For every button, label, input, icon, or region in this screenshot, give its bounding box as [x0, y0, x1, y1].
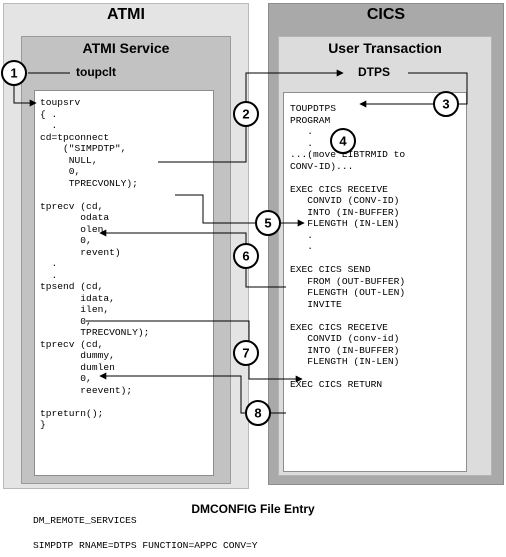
step-number-7: 7 [242, 346, 249, 361]
step-circle-5 [255, 210, 281, 236]
atmi-code-line: tpreturn(); [40, 407, 104, 419]
cics-code-line: CONVID (conv-id) [307, 333, 400, 344]
atmi-code-line: olen [80, 223, 104, 235]
atmi-code-line: TPRECVONLY); [80, 327, 150, 338]
atmi-code-line: odata [80, 212, 110, 223]
atmi-code-line: dumlen [80, 361, 115, 373]
atmi-code: toupsrv { . . cd=tpconnect ("SIMPDTP", N… [35, 91, 213, 431]
atmi-code-line: cd=tpconnect [40, 131, 110, 143]
cics-code-line: INVITE [307, 298, 342, 310]
atmi-code-line: tpsend (cd, [40, 281, 104, 292]
step-circle-7 [233, 340, 259, 366]
cics-code-line: FLENGTH (OUT-LEN) [307, 287, 406, 298]
step-circle-2 [233, 101, 259, 127]
dtps-label: DTPS [358, 65, 391, 79]
atmi-code-line: ("SIMPDTP", [63, 143, 127, 154]
atmi-code-line: { . [40, 108, 58, 120]
cics-code-line: EXEC CICS RECEIVE [290, 183, 388, 195]
cics-code-line: EXEC CICS RECEIVE [290, 321, 388, 333]
atmi-code-line: tprecv (cd, [40, 338, 104, 350]
step-circle-4 [330, 128, 356, 154]
cics-code-line: ...(move EIBTRMID to [290, 149, 406, 160]
atmi-code-line: 0, [80, 373, 92, 384]
arrow-3 [359, 72, 468, 108]
cics-code-line: INTO (IN-BUFFER) [307, 206, 400, 218]
step-circle-8 [245, 400, 271, 426]
step-number-5: 5 [264, 216, 271, 231]
step-number-3: 3 [442, 97, 449, 112]
atmi-code-line: tprecv (cd, [40, 200, 104, 212]
atmi-code-line: ilen, [80, 304, 110, 315]
cics-code: TOUPDTPS PROGRAM . . ...(move EIBTRMID t… [284, 93, 466, 391]
step-number-6: 6 [242, 249, 249, 264]
atmi-service-title: ATMI Service [82, 40, 170, 56]
atmi-code-line: 0, [80, 235, 92, 246]
user-transaction-title: User Transaction [328, 40, 442, 56]
atmi-code-line: TPRECVONLY); [68, 177, 138, 189]
atmi-code-line: . [51, 120, 58, 131]
cics-code-line: . [307, 229, 314, 241]
atmi-code-box: toupsrv { . . cd=tpconnect ("SIMPDTP", N… [34, 90, 214, 476]
atmi-code-line: idata, [80, 292, 115, 304]
step-number-2: 2 [242, 107, 249, 122]
atmi-code-line: 0, [68, 166, 81, 177]
cics-code-line: FROM (OUT-BUFFER) [307, 275, 406, 287]
cics-code-line: CONV-ID)... [290, 160, 354, 172]
step-number-8: 8 [254, 406, 261, 421]
arrow-5 [175, 194, 305, 227]
cics-code-line: . [307, 241, 314, 252]
footer-line-2: SIMPDTP RNAME=DTPS FUNCTION=APPC CONV=Y [33, 540, 258, 551]
client-name: toupclt [76, 65, 116, 79]
cics-code-line: PROGRAM [290, 114, 331, 126]
atmi-code-line: NULL, [68, 154, 98, 166]
cics-code-line: INTO (IN-BUFFER) [307, 344, 400, 356]
atmi-code-line: revent) [80, 246, 121, 258]
cics-code-line: CONVID (CONV-ID) [307, 195, 400, 206]
cics-code-line: . [307, 137, 314, 149]
cics-code-box: TOUPDTPS PROGRAM . . ...(move EIBTRMID t… [283, 92, 467, 472]
footer-line-1: DM_REMOTE_SERVICES [33, 515, 137, 526]
atmi-code-line: reevent); [80, 384, 133, 396]
footer-title: DMCONFIG File Entry [191, 502, 315, 516]
cics-code-line: EXEC CICS SEND [290, 264, 371, 275]
step-circle-1 [1, 60, 27, 86]
atmi-title: ATMI [107, 6, 145, 23]
step-circle-3 [433, 91, 459, 117]
step-circle-6 [233, 243, 259, 269]
cics-title: CICS [366, 6, 406, 23]
arrow-1 [13, 81, 37, 107]
cics-code-line: FLENGTH (IN-LEN) [307, 356, 400, 367]
atmi-code-line: toupsrv [40, 97, 81, 108]
cics-code-line: TOUPDTPS [290, 103, 337, 114]
atmi-code-line: } [40, 419, 46, 430]
step-number-1: 1 [10, 66, 17, 81]
atmi-code-line: dummy, [80, 350, 115, 361]
arrow-7 [86, 320, 303, 383]
step-number-4: 4 [339, 134, 347, 149]
cics-code-line: . [307, 126, 314, 137]
cics-code-line: FLENGTH (IN-LEN) [307, 218, 400, 229]
atmi-code-line: . [51, 258, 58, 269]
cics-code-line: EXEC CICS RETURN [290, 379, 383, 390]
atmi-code-line: . [51, 269, 58, 281]
